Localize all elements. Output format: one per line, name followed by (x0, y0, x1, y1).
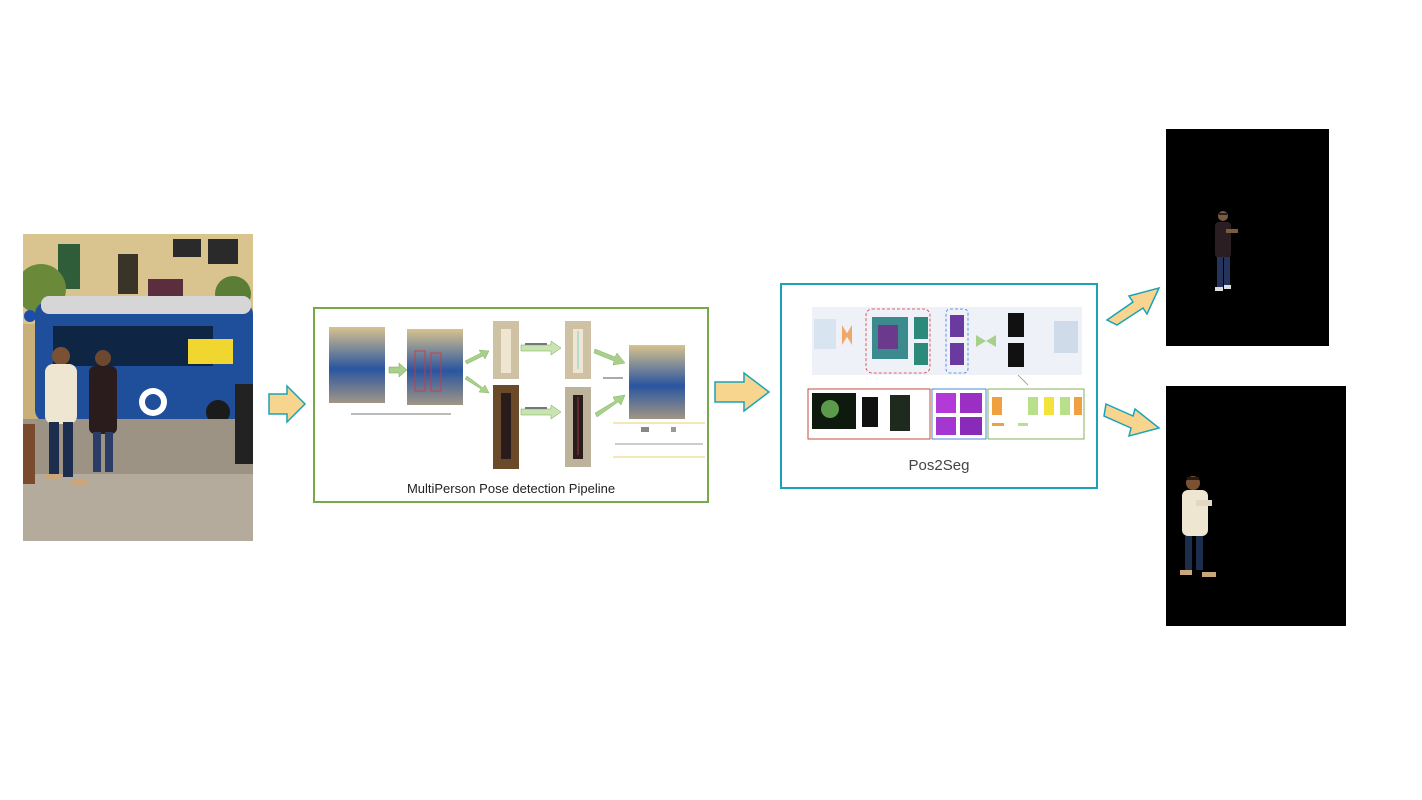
pipeline-figure (329, 321, 705, 469)
block-up-right-arrow-icon (1105, 286, 1161, 326)
person-cutout-icon (1215, 211, 1238, 291)
pos2seg-box: Pos2Seg (780, 283, 1098, 489)
block-right-arrow-icon (268, 384, 307, 424)
flow-arrow-4 (1103, 400, 1161, 438)
block-down-right-arrow-icon (1103, 402, 1161, 438)
input-street-photo (23, 234, 253, 541)
pos2seg-caption: Pos2Seg (908, 457, 970, 474)
person-cutout-icon (1180, 476, 1216, 577)
block-right-arrow-icon (714, 371, 771, 413)
output-segmentation-person-2 (1166, 386, 1346, 626)
pipeline-caption: MultiPerson Pose detection Pipeline (406, 481, 616, 496)
output-segmentation-person-1 (1166, 129, 1329, 346)
pos2seg-figure (807, 307, 1085, 440)
flow-arrow-2 (714, 371, 771, 413)
flow-arrow-1 (268, 384, 307, 424)
flow-arrow-3 (1103, 284, 1161, 326)
multiperson-pose-pipeline-box: MultiPerson Pose detection Pipeline (313, 307, 709, 503)
